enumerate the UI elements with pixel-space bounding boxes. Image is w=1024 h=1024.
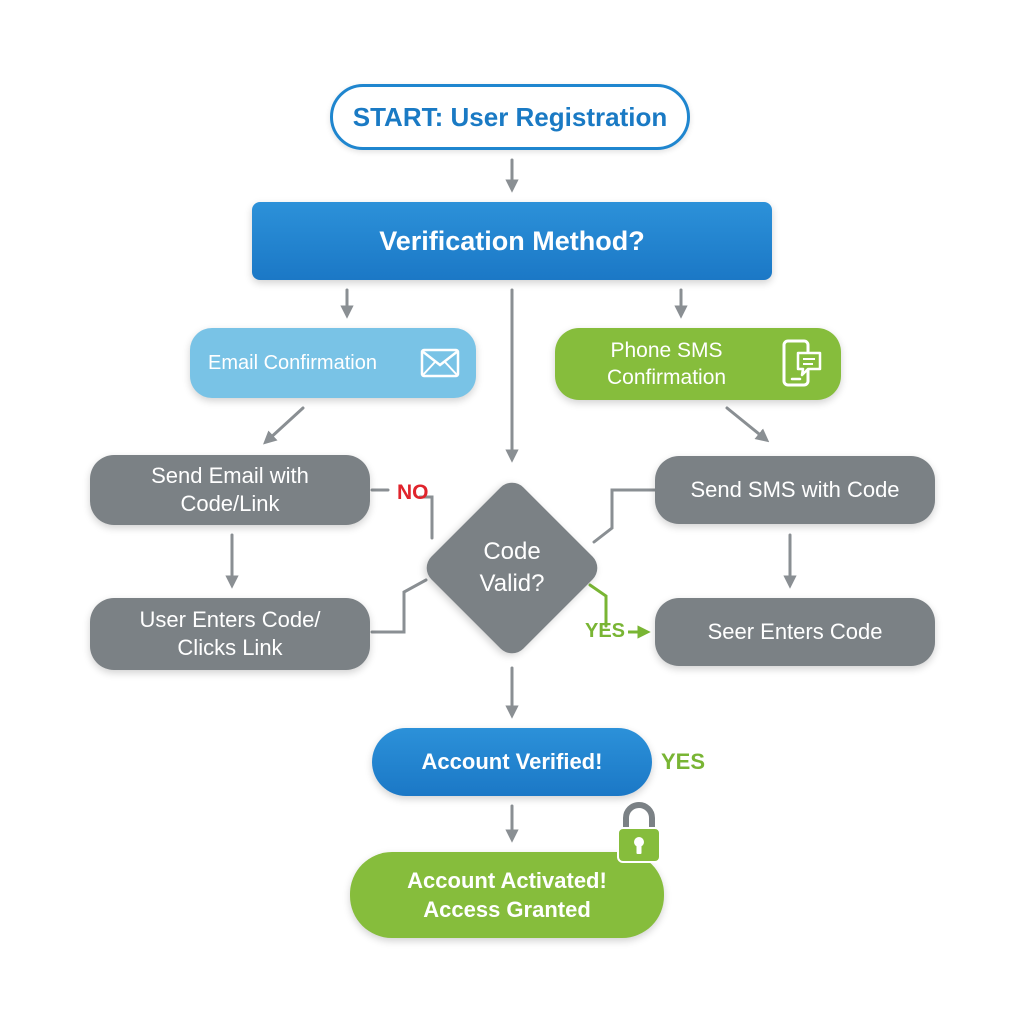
phone-sms-confirmation-label: Phone SMS Confirmation (607, 339, 727, 389)
connector-yes-branch (588, 583, 608, 628)
send-email-node: Send Email with Code/Link (90, 455, 370, 525)
arrow-phone-to-send-sms (725, 406, 770, 443)
envelope-icon (420, 348, 460, 378)
no-branch-label: NO (397, 481, 429, 504)
seer-enters-code-node: Seer Enters Code (655, 598, 935, 666)
padlock-icon (617, 802, 661, 863)
send-sms-node: Send SMS with Code (655, 456, 935, 524)
connector-send-sms-to-diamond (592, 488, 657, 544)
start-node: START: User Registration (330, 84, 690, 150)
code-valid-decision: Code Valid? (420, 476, 604, 660)
connector-no-to-diamond (418, 495, 434, 540)
phone-sms-confirmation-node: Phone SMS Confirmation (555, 328, 841, 400)
yes-branch-label: YES (585, 620, 626, 642)
connector-user-enters-to-diamond (370, 578, 428, 634)
account-activated-node: Account Activated! Access Granted (350, 852, 664, 938)
email-confirmation-label: Email Confirmation (208, 351, 377, 374)
code-valid-label: Code Valid? (479, 538, 545, 597)
email-confirmation-node: Email Confirmation (190, 328, 476, 398)
verification-method-node: Verification Method? (252, 202, 772, 280)
phone-message-icon (782, 339, 822, 387)
arrow-email-to-send-email (263, 406, 305, 445)
account-verified-node: Account Verified! (372, 728, 652, 796)
user-enters-code-node: User Enters Code/ Clicks Link (90, 598, 370, 670)
yes-verified-label: YES (661, 749, 706, 774)
